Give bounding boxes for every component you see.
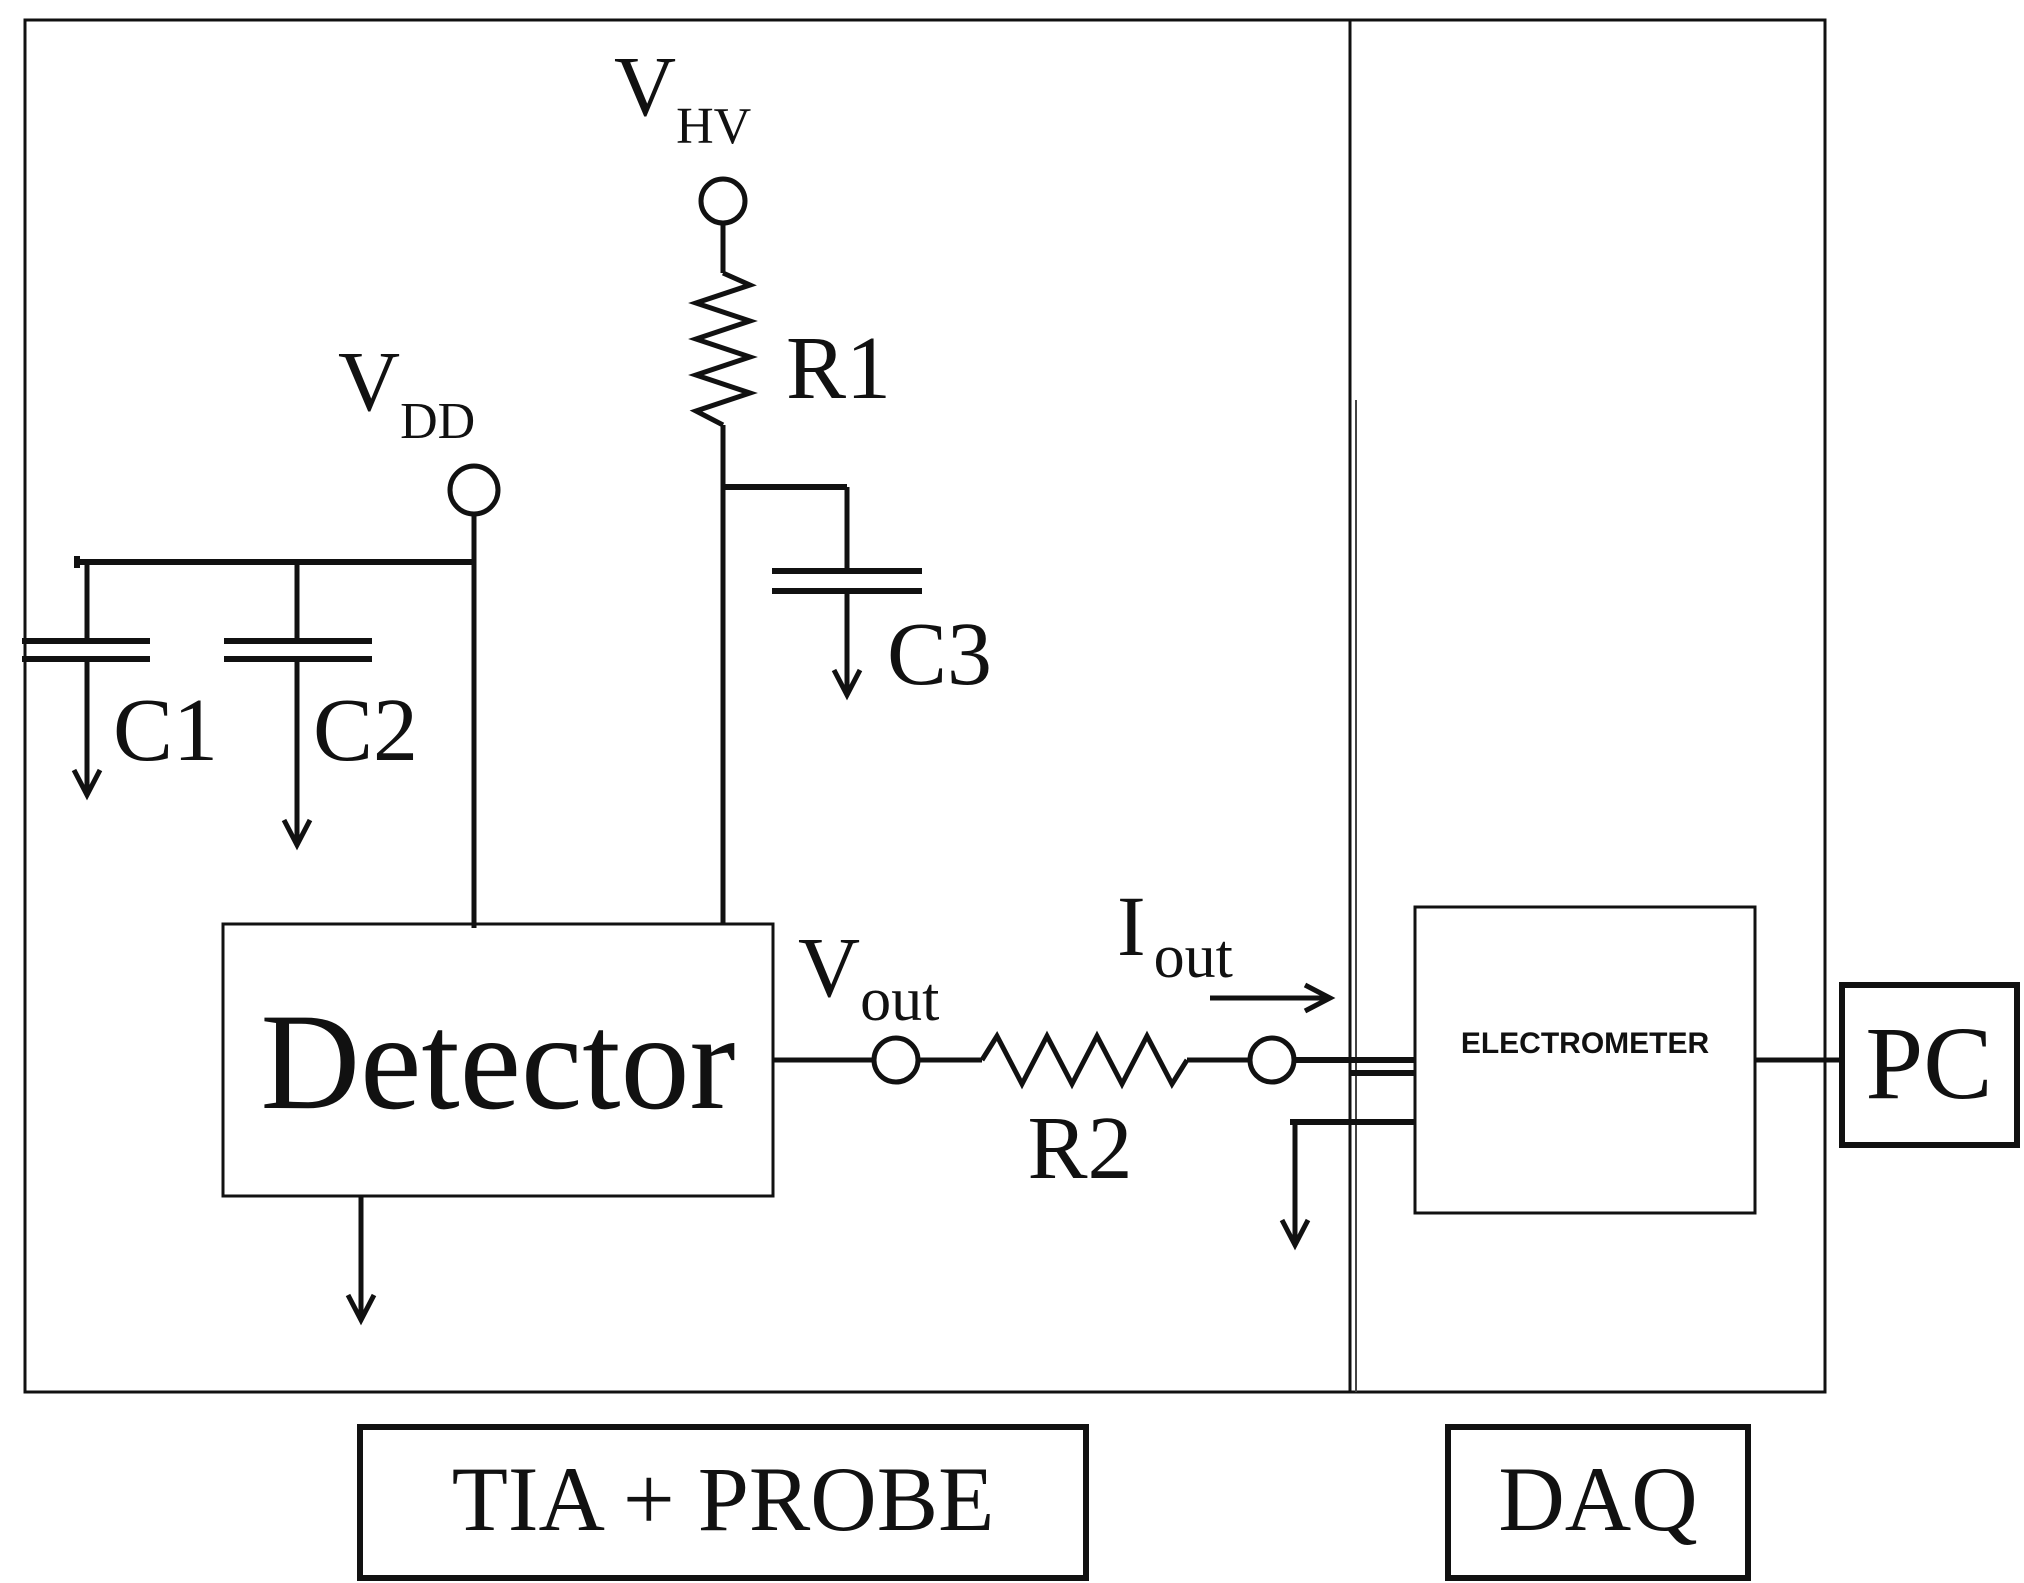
tia-probe-label-box <box>357 1424 1089 1581</box>
i-out-terminal <box>1247 1035 1297 1085</box>
v-out-terminal <box>871 1035 921 1085</box>
v-dd-label: VDD <box>338 333 475 450</box>
daq-enclosure <box>1348 18 1827 1394</box>
electrometer-block <box>1413 905 1757 1215</box>
detector-label: Detector <box>260 985 735 1138</box>
c2-label: C2 <box>313 681 418 780</box>
pc-block <box>1839 982 2020 1148</box>
r1-label: R1 <box>786 319 891 418</box>
electrometer-label: ELECTROMETER <box>1461 1027 1710 1060</box>
r2-label: R2 <box>1027 1099 1132 1198</box>
shield-ground-arrow <box>1279 1218 1311 1251</box>
c1-label: C1 <box>113 681 218 780</box>
c3-label: C3 <box>887 605 992 704</box>
i-out-arrowhead <box>1303 982 1336 1014</box>
c3-ground-arrow <box>831 668 863 701</box>
detector-ground-arrow <box>345 1293 377 1326</box>
r1-resistor <box>688 270 758 428</box>
daq-label: DAQ <box>1498 1448 1697 1550</box>
c1-ground-arrow <box>71 768 103 801</box>
r2-resistor <box>979 1030 1190 1090</box>
v-hv-label: VHV <box>614 38 751 155</box>
v-dd-terminal <box>447 463 501 517</box>
daq-label-box <box>1445 1424 1751 1581</box>
v-hv-terminal <box>698 176 748 226</box>
pc-label: PC <box>1865 1006 1992 1121</box>
v-out-label: Vout <box>798 919 939 1034</box>
tia-probe-label: TIA + PROBE <box>452 1448 995 1550</box>
c2-ground-arrow <box>281 818 313 851</box>
